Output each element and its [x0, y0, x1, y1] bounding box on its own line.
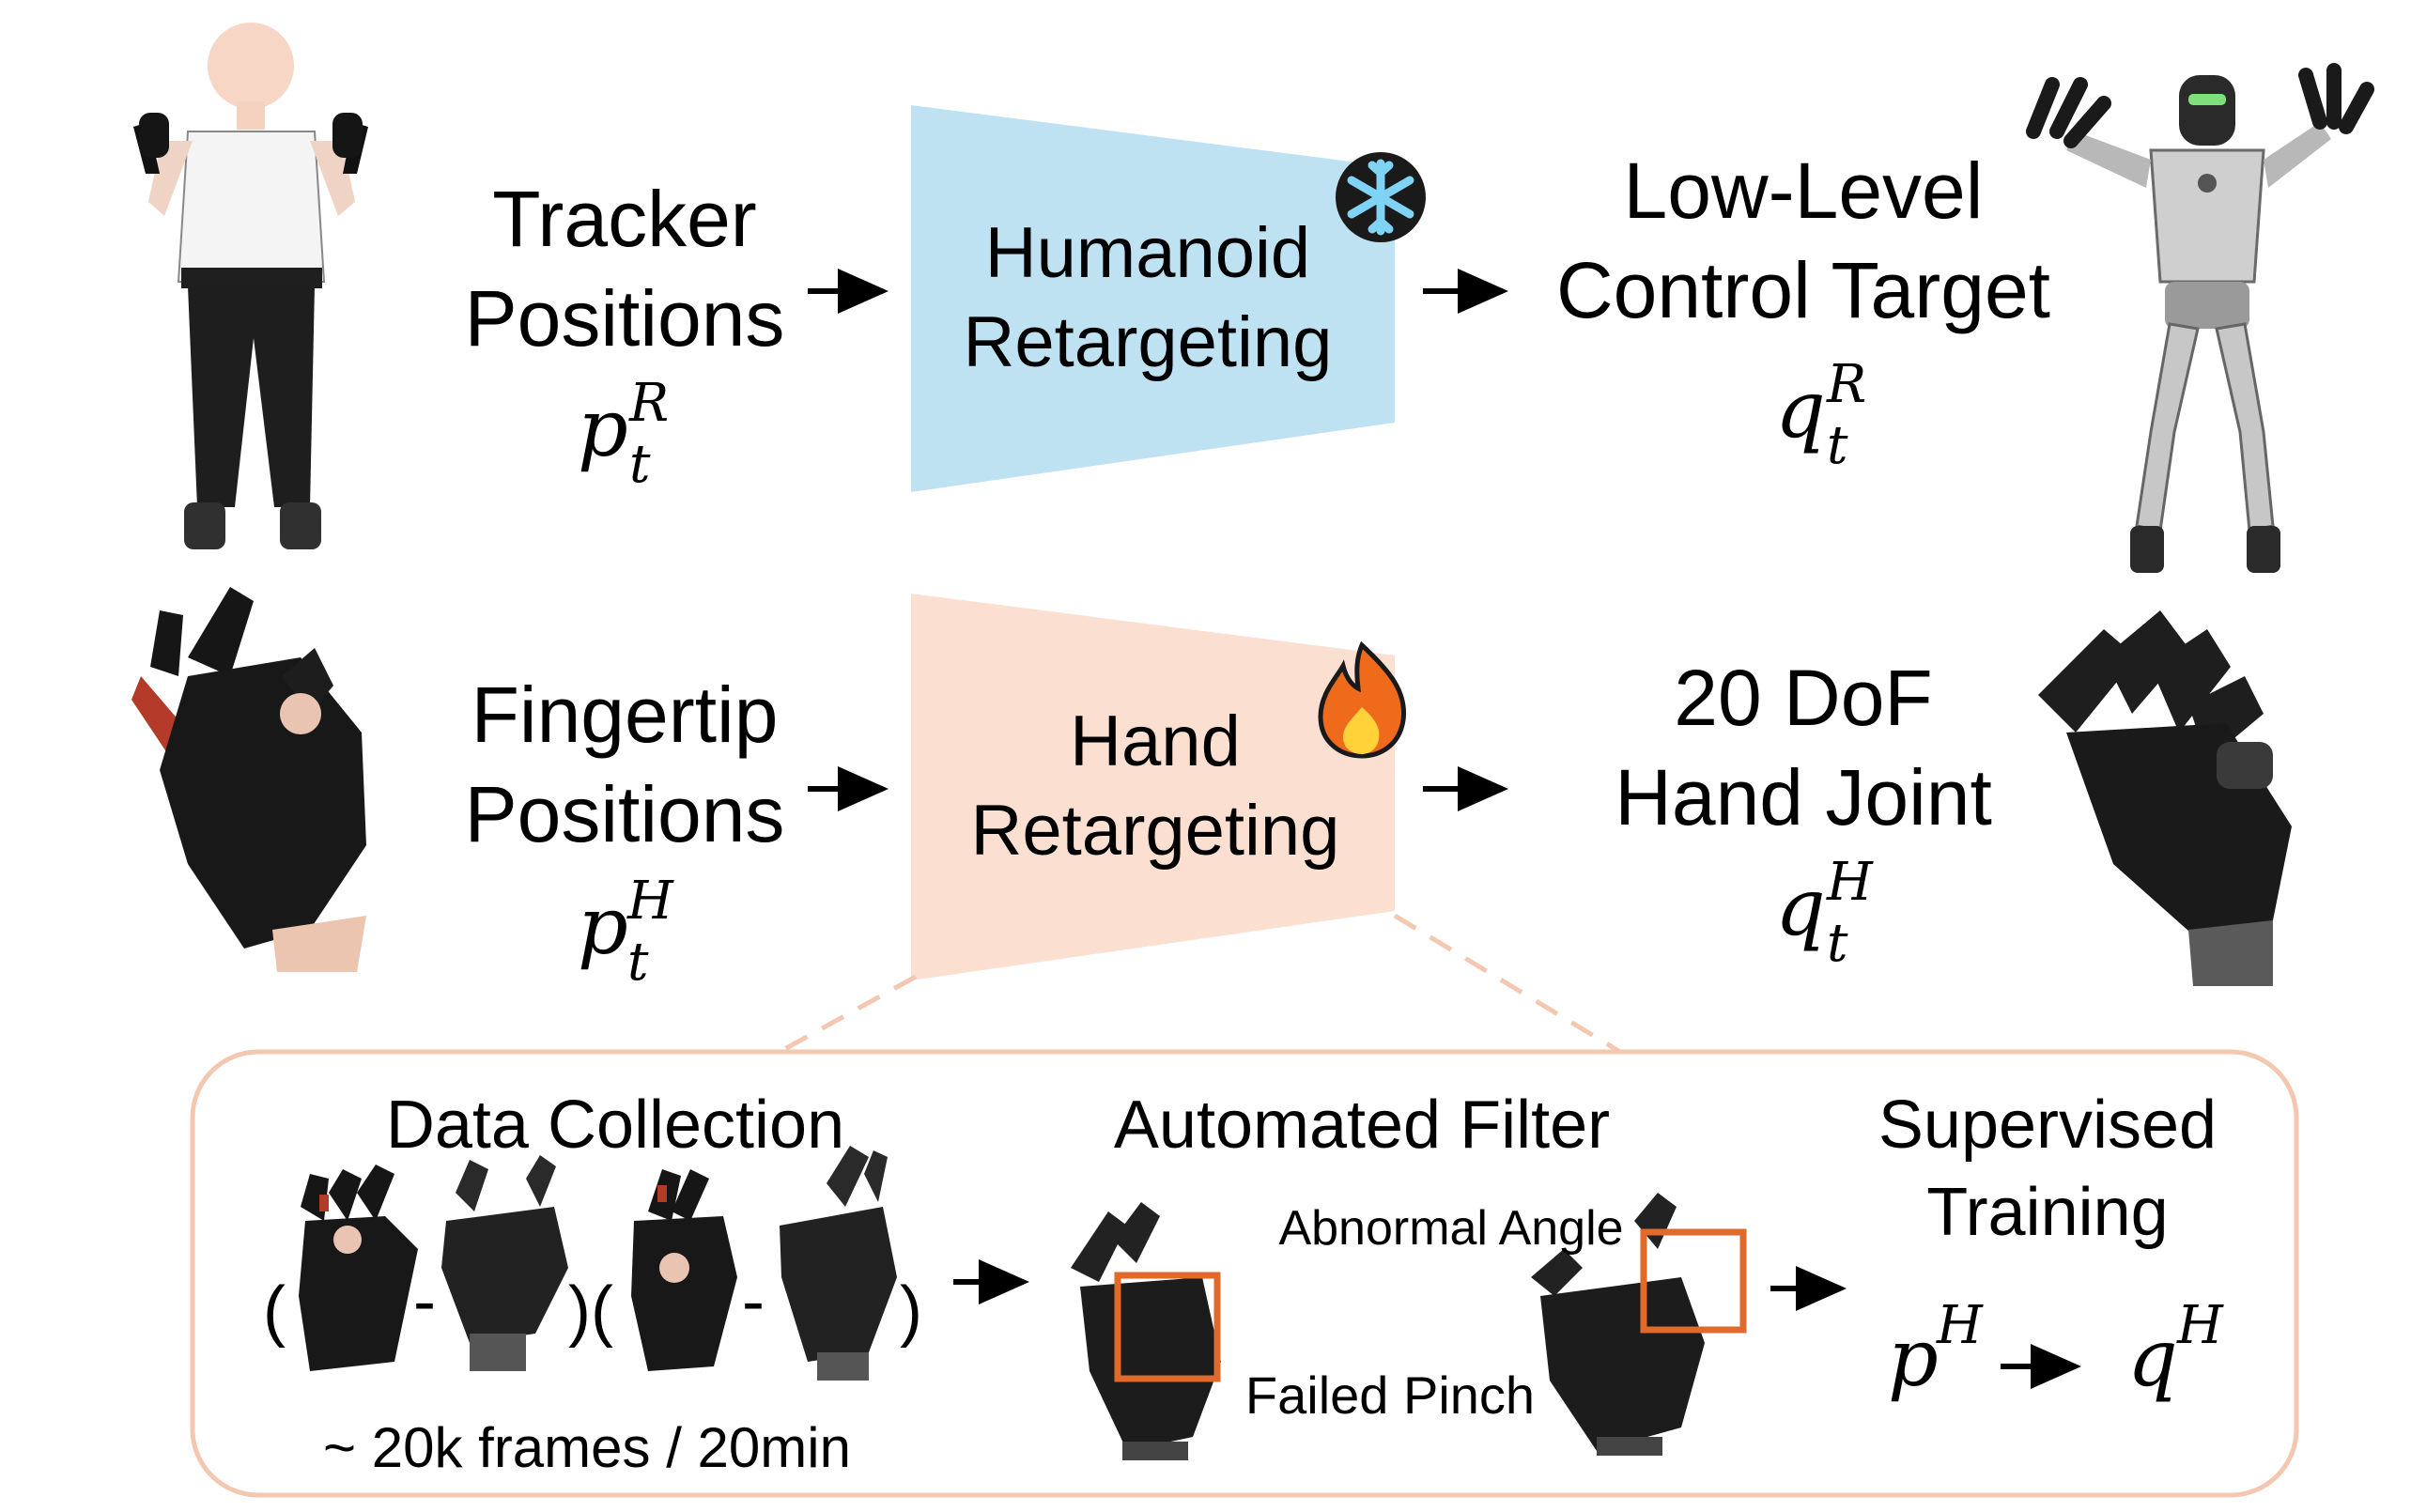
symbol-sub-t: t	[627, 932, 649, 993]
failed-pinch-label: Failed Pinch	[1245, 1365, 1535, 1425]
dashed-connector-right	[1393, 913, 1622, 1055]
symbol-sub-t: t	[1827, 913, 1848, 974]
human-glove-pose-1	[299, 1165, 418, 1371]
automated-filter-title: Automated Filter	[1114, 1088, 1610, 1163]
data-collection-title: Data Collection	[386, 1088, 844, 1163]
fingertip-positions-label-l1: Fingertip	[471, 671, 779, 759]
symbol-sup-H: H	[626, 871, 674, 932]
fire-icon	[1318, 640, 1407, 759]
training-mapping: p H q H	[1888, 1295, 2224, 1404]
fingertip-positions-label-l2: Positions	[465, 770, 785, 858]
failed-pinch-box	[1114, 1272, 1221, 1382]
glove-hand-image	[131, 587, 366, 972]
dashed-connector-left	[778, 974, 918, 1055]
supervised-training-title-l2: Training	[1926, 1175, 2168, 1250]
human-operator-image	[133, 23, 368, 549]
symbol-p: p	[578, 382, 628, 474]
symbol-sup-H: H	[2176, 1295, 2224, 1356]
robot-hand-pose-1	[441, 1155, 568, 1371]
abnormal-angle-label: Abnormal Angle	[1278, 1201, 1623, 1256]
paren-mid: )(	[568, 1273, 613, 1349]
symbol-q: q	[1775, 861, 1826, 953]
tracker-positions-label-l2: Positions	[465, 274, 785, 363]
symbol-sup-H: H	[1826, 852, 1874, 913]
humanoid-retargeting-label-l2: Retargeting	[964, 302, 1333, 382]
symbol-sup-R: R	[628, 373, 669, 434]
paren-open-1: (	[263, 1273, 286, 1349]
data-collection-caption: ~ 20k frames / 20min	[323, 1416, 851, 1479]
tracker-positions-symbol: p R t	[578, 373, 669, 495]
dash-1: -	[413, 1264, 436, 1339]
fingertip-positions-symbol: p H t	[578, 871, 674, 993]
snowflake-icon	[1336, 152, 1426, 242]
human-glove-pose-2	[631, 1169, 737, 1371]
tracker-positions-label-l1: Tracker	[492, 175, 757, 263]
symbol-q: q	[1775, 363, 1826, 455]
humanoid-retargeting-label-l1: Humanoid	[985, 213, 1310, 293]
training-pipeline-panel	[190, 1049, 2299, 1498]
paren-close-2: )	[900, 1273, 922, 1349]
control-target-label-l2: Control Target	[1556, 246, 2050, 334]
symbol-sup-H: H	[1936, 1295, 1984, 1356]
supervised-training-title-l1: Supervised	[1878, 1088, 2217, 1163]
hand-retargeting-label-l2: Retargeting	[971, 791, 1340, 871]
hand-joint-label-l1: 20 DoF	[1674, 654, 1932, 742]
symbol-p: p	[1888, 1312, 1939, 1404]
robot-hand-image	[2038, 610, 2292, 986]
symbol-sup-R: R	[1826, 354, 1866, 415]
control-target-label-l1: Low-Level	[1624, 147, 1984, 235]
control-target-symbol: q R t	[1775, 354, 1866, 476]
humanoid-robot-image	[2026, 63, 2374, 573]
robot-hand-abnormal-angle	[1531, 1193, 1705, 1456]
abnormal-angle-box	[1640, 1228, 1747, 1334]
hand-retargeting-label-l1: Hand	[1070, 702, 1241, 781]
hand-joint-label-l2: Hand Joint	[1615, 753, 1992, 841]
dash-2: -	[742, 1264, 765, 1339]
symbol-p: p	[578, 880, 628, 972]
humanoid-retargeting-block	[911, 105, 1395, 492]
robot-hand-pose-2	[780, 1146, 897, 1381]
symbol-q: q	[2127, 1312, 2178, 1404]
symbol-sub-t: t	[629, 434, 651, 495]
hand-joint-symbol: q H t	[1775, 852, 1874, 974]
symbol-sub-t: t	[1827, 415, 1848, 476]
hand-retargeting-block	[911, 594, 1395, 980]
